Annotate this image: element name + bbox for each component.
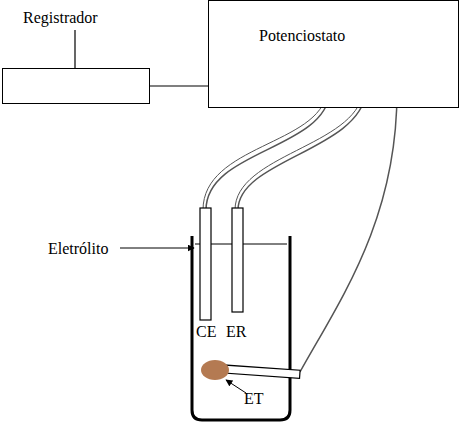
electrode-holder [224,365,300,378]
pointer-arrow [120,248,194,249]
reference-electrode [232,208,243,312]
electrolyte-label: Eletrólito [48,240,108,258]
electrode-label: ER [226,323,246,341]
electrode-label: CE [196,323,216,341]
pointer-arrow [226,380,246,393]
box-title: Potenciostato [259,27,345,45]
working-electrode [201,360,229,380]
wires [203,92,397,372]
counter-electrode [200,208,211,320]
heading-label: Registrador [23,9,98,27]
connector-line [150,85,208,86]
recorder-box: Registrador [2,68,150,104]
potentiostat-box: Potenciostato [208,0,459,108]
electrode-label: ET [244,390,264,408]
